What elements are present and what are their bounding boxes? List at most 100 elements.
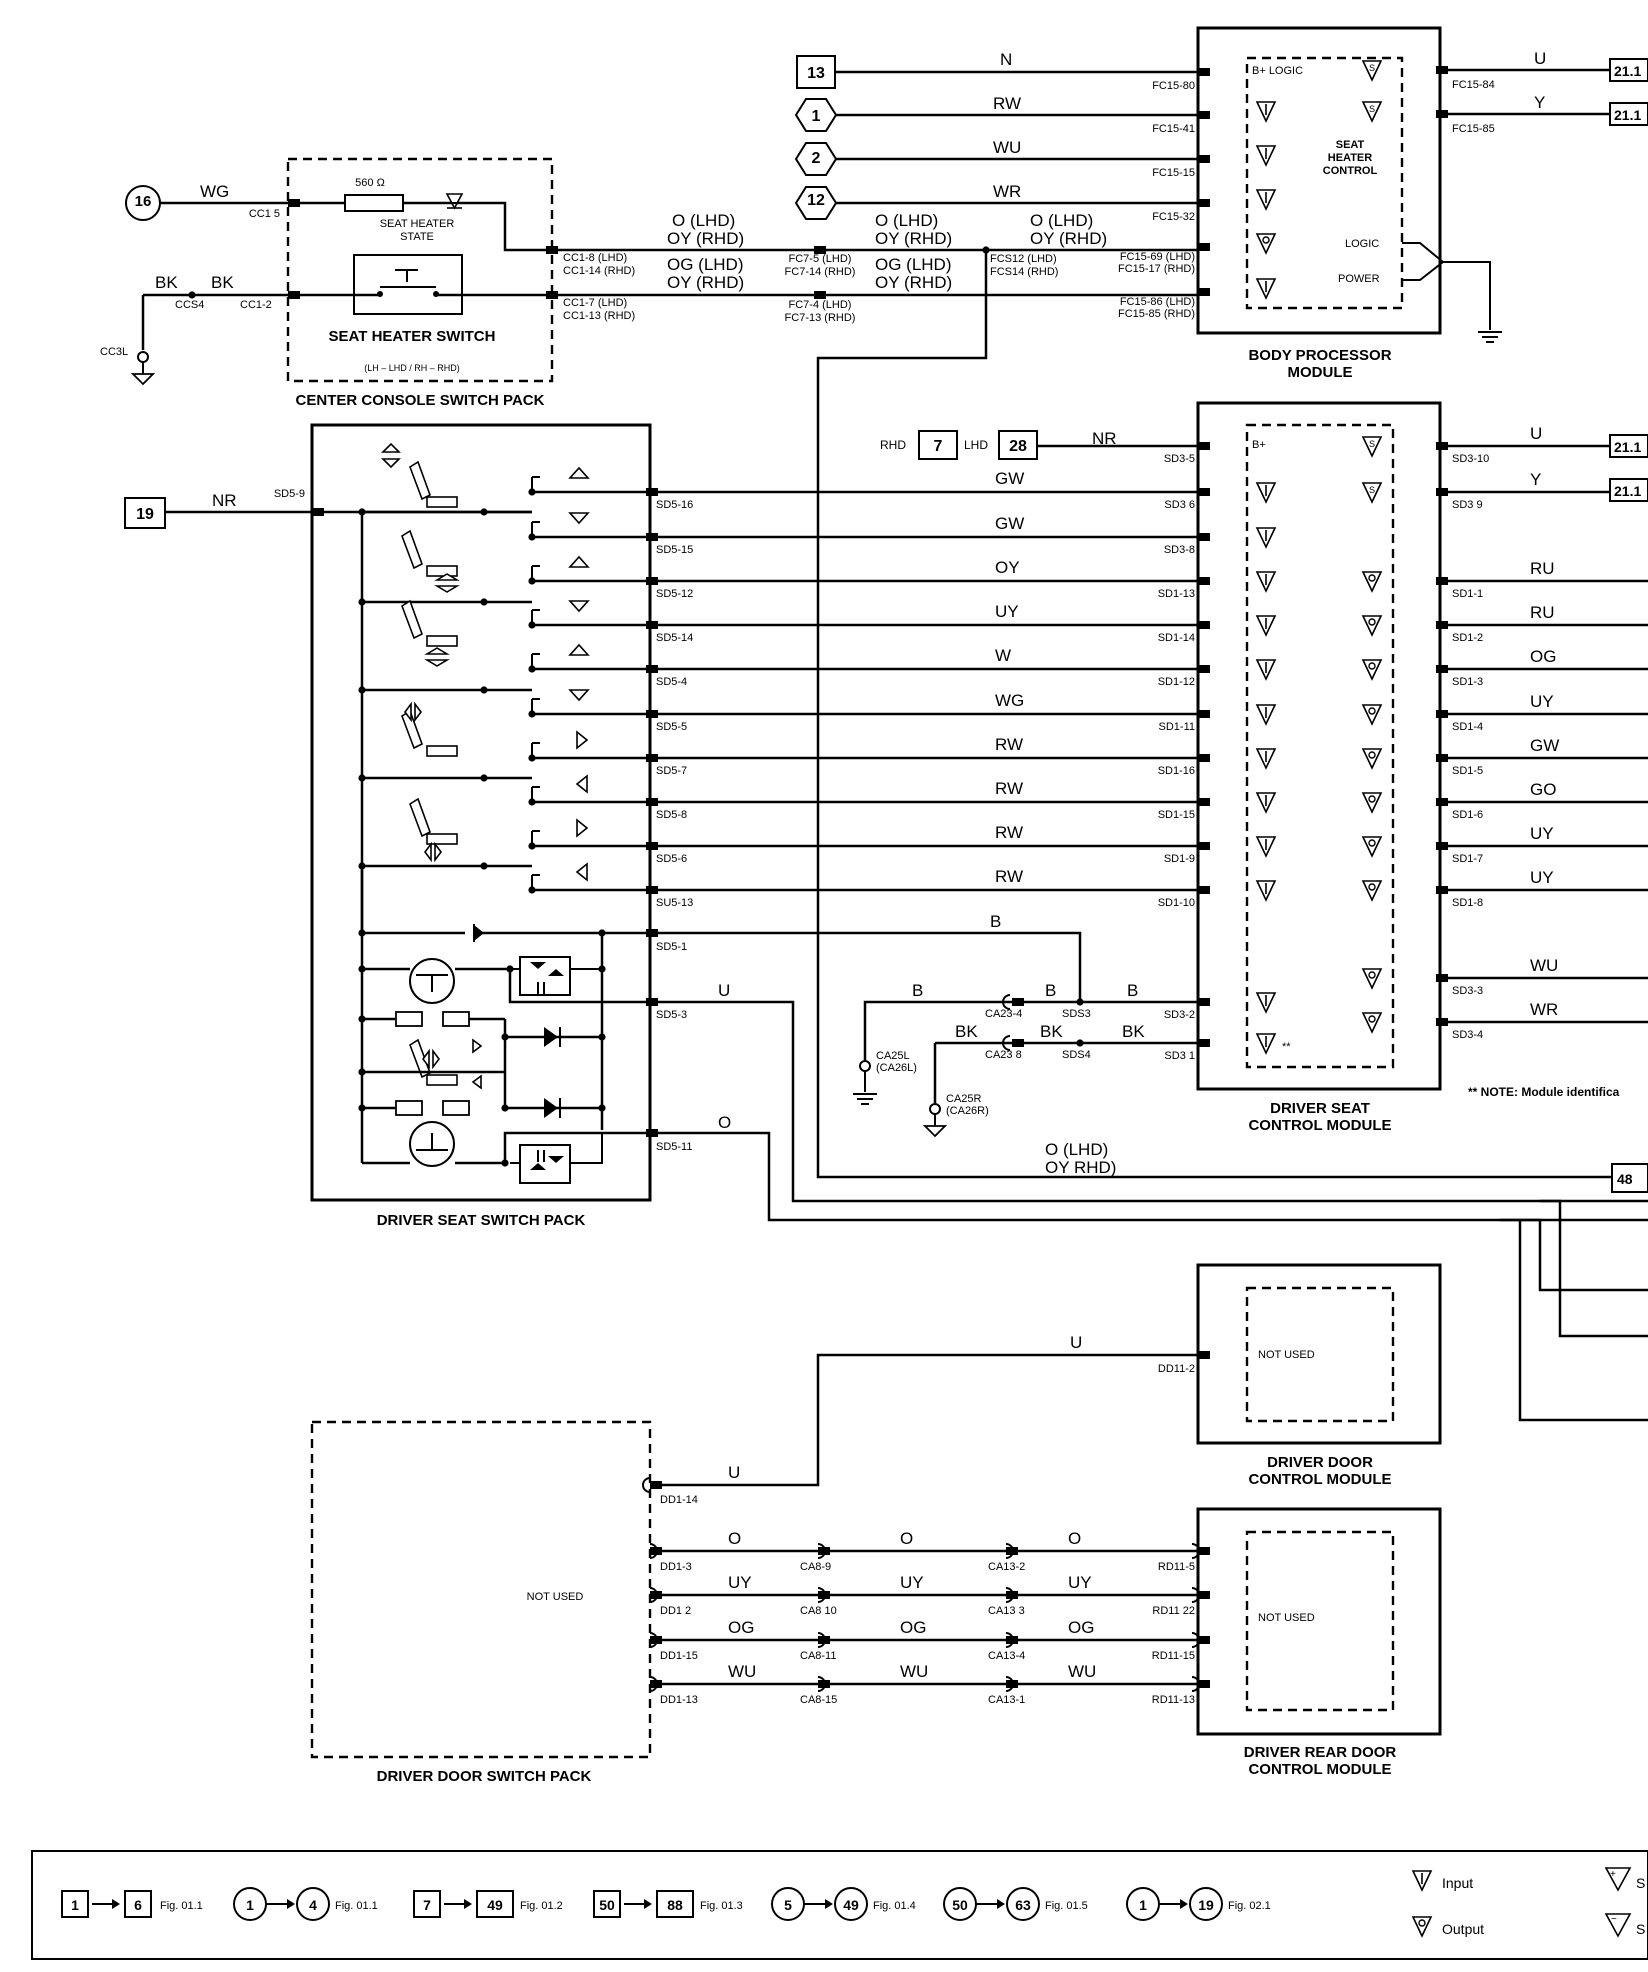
legend-fig: Fig. 01.2 [520, 1900, 563, 1912]
ref-16: 16 [135, 193, 152, 210]
driver-door-control-module: NOT USED DRIVER DOOR CONTROL MODULE DD11… [651, 1263, 1442, 1488]
pin-fc15-85: FC15-85 [1452, 123, 1495, 135]
ref-21-1: 21.1 [1614, 63, 1641, 79]
legend-fig: Fig. 01.5 [1045, 1900, 1088, 1912]
switch-variant: (LH – LHD / RH – RHD) [364, 363, 460, 373]
wire-nr-dsc: NR [1092, 429, 1117, 448]
dsc-bplus: B+ [1252, 439, 1266, 451]
legend-ref-b: 4 [309, 1897, 317, 1913]
pin-cc1-8: CC1-8 (LHD) [563, 252, 627, 264]
dssp-pin: SD5-8 [656, 809, 687, 821]
seat-switch-extra-wires: B U O B B B BK BK BK CA23-4 CA23 8 SDS3 … [650, 912, 1648, 1422]
conn-ca23-8: CA23 8 [985, 1049, 1022, 1061]
drdcm-pin: RD11 22 [1152, 1605, 1195, 1617]
dsc-right-wire: WR [1530, 1000, 1558, 1019]
door-wire: O [1068, 1529, 1081, 1548]
door-wire: UY [1068, 1573, 1092, 1592]
dsc-right-pin: SD3-4 [1452, 1029, 1483, 1041]
door-wire: OG [900, 1618, 926, 1637]
legend-ref-a: 7 [423, 1897, 431, 1913]
splice-ccs4: CCS4 [175, 299, 204, 311]
wire-wg: WG [200, 182, 229, 201]
pin-fc15-41: FC15-41 [1152, 123, 1195, 135]
dsc-right-pin: SD3 9 [1452, 499, 1483, 511]
dssp-wire: RW [995, 779, 1023, 798]
pin-fc15-85: FC15-85 (RHD) [1118, 308, 1195, 320]
wire-oy-rhd-3: OY (RHD) [1030, 229, 1107, 248]
legend-fig: Fig. 02.1 [1228, 1900, 1271, 1912]
dsc-right-wire: RU [1530, 603, 1555, 622]
conn-fc7-14: FC7-14 (RHD) [785, 266, 856, 278]
wire-o-lhd-3: O (LHD) [1030, 211, 1093, 230]
ddsp-pin: DD1-13 [660, 1694, 698, 1706]
wire-og-lhd-2: OG (LHD) [875, 255, 952, 274]
wire-u-dd2: U [728, 1463, 740, 1482]
bpm-inputs: 13 1 2 12 N RW WU WR FC15-80 FC15-41 FC1… [794, 50, 1210, 320]
ground-cc3l: CC3L [100, 346, 128, 358]
wire-b-low-2: B [1045, 981, 1056, 1000]
dssp-pin: SD5-12 [656, 588, 693, 600]
ddcm-title-1: DRIVER DOOR [1267, 1454, 1373, 1471]
wire-o-sd511: O [718, 1113, 731, 1132]
wire-oy-rhd-4: OY (RHD) [875, 273, 952, 292]
wire-b-top: B [990, 912, 1001, 931]
door-wire: UY [900, 1573, 924, 1592]
legend-ref-b: 19 [1198, 1897, 1214, 1913]
dsc-note: ** NOTE: Module identifica [1468, 1085, 1620, 1099]
wire-label-y: Y [1534, 93, 1545, 112]
legend-output: Output [1442, 1921, 1484, 1937]
ref-48: 48 [1617, 1171, 1633, 1187]
conn-ca23-4: CA23-4 [985, 1008, 1022, 1020]
drdcm-not-used: NOT USED [1258, 1612, 1315, 1624]
center-console-title: CENTER CONSOLE SWITCH PACK [296, 392, 545, 409]
door-wire: WU [900, 1662, 928, 1681]
wire-wu: WU [993, 138, 1021, 157]
dsc-right-wire: UY [1530, 868, 1554, 887]
dsc-left-pin: SD3-8 [1164, 544, 1195, 556]
legend-ref-a: 1 [71, 1897, 79, 1913]
door-wire: WU [1068, 1662, 1096, 1681]
dsc-right-wire: GO [1530, 780, 1556, 799]
dsc-left-pin: SD3 1 [1164, 1050, 1195, 1062]
pin-sd5-11: SD5-11 [656, 1141, 692, 1153]
dsc-left-pin: SD3 6 [1164, 499, 1195, 511]
dsc-input-icons [1256, 436, 1382, 1054]
pin-cc1-2: CC1-2 [240, 299, 272, 311]
wire-oy-rhd-2: OY (RHD) [875, 229, 952, 248]
dsc-right-wire: UY [1530, 692, 1554, 711]
conn-ca13: CA13-2 [988, 1561, 1025, 1573]
dsc-right-pin: SD3-10 [1452, 453, 1489, 465]
wire-o-lhd-2: O (LHD) [875, 211, 938, 230]
door-wire: UY [728, 1573, 752, 1592]
conn-ca13: CA13-4 [988, 1650, 1025, 1662]
door-wire: WU [728, 1662, 756, 1681]
dsc-left-pin: SD3-2 [1164, 1009, 1195, 1021]
state-label-1: SEAT HEATER [380, 218, 455, 230]
bpm-output-icons [1256, 60, 1382, 299]
wire-nr: NR [212, 491, 237, 510]
bpm-logic-label: LOGIC [1345, 238, 1379, 250]
dsc-left-pin: SD1-10 [1158, 897, 1195, 909]
wire-label-u: U [1534, 49, 1546, 68]
ddsp-title: DRIVER DOOR SWITCH PACK [377, 1768, 592, 1785]
pin-dd1-14: DD1-14 [660, 1494, 698, 1506]
legend-ref-b: 6 [134, 1897, 142, 1913]
legend-ref-a: 50 [952, 1897, 968, 1913]
wire-wr: WR [993, 182, 1021, 201]
driver-seat-control-module: B+ DRIVER SEAT CONTROL MODULE ** NOTE: M… [880, 401, 1648, 1134]
body-processor-module: B+ LOGIC SEAT HEATER CONTROL LOGIC POWER… [1196, 26, 1648, 381]
ref-1: 1 [812, 108, 821, 125]
body-processor-title-2: MODULE [1288, 364, 1353, 381]
dsc-title-1: DRIVER SEAT [1270, 1100, 1370, 1117]
legend-s2: S [1636, 1921, 1645, 1937]
pin-fc15-17: FC15-17 (RHD) [1118, 263, 1195, 275]
conn-ca13: CA13 3 [988, 1605, 1025, 1617]
dssp-wire: GW [995, 514, 1024, 533]
wire-n: N [1000, 50, 1012, 69]
dssp-title: DRIVER SEAT SWITCH PACK [377, 1212, 586, 1229]
conn-fc7-4: FC7-4 (LHD) [789, 299, 852, 311]
pin-cc1-7: CC1-7 (LHD) [563, 297, 627, 309]
wire-oy-rhd-3b: OY (RHD) [667, 273, 744, 292]
dssp-wire: GW [995, 469, 1024, 488]
